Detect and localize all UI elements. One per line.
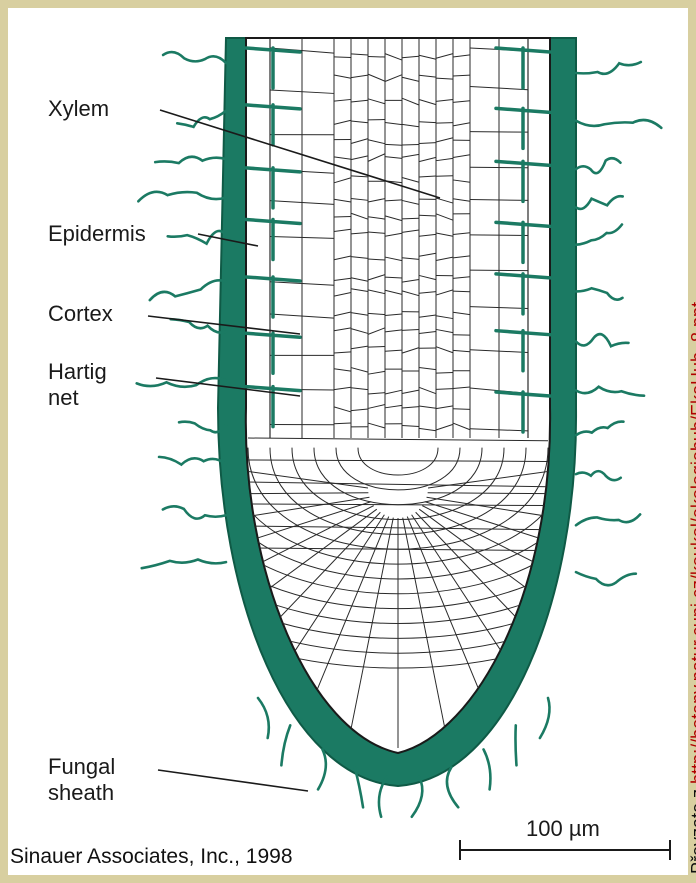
scale-bar [460,840,670,860]
source-link[interactable]: http://botany.natur.cuni.cz/koukol/ekolo… [688,302,696,784]
cortex-label: Cortex [48,301,113,326]
image-credit: Sinauer Associates, Inc., 1998 [10,845,293,869]
fungal-sheath-label-line2: sheath [48,780,114,805]
xylem-label: Xylem [48,96,109,121]
hartig-net-label-line2: net [48,385,79,410]
root-tip-diagram: Xylem Epidermis Cortex Hartig net Fungal… [8,8,688,875]
source-attribution: Převzato z http://botany.natur.cuni.cz/k… [689,302,696,874]
fungal-sheath-label-line1: Fungal [48,754,115,779]
epidermis-label: Epidermis [48,221,146,246]
hartig-net-label-line1: Hartig [48,359,107,384]
scale-bar-label: 100 µm [526,816,600,841]
fungal-sheath-leader [158,770,308,791]
figure-frame: Xylem Epidermis Cortex Hartig net Fungal… [8,8,688,875]
source-prefix: Převzato z [688,784,696,874]
